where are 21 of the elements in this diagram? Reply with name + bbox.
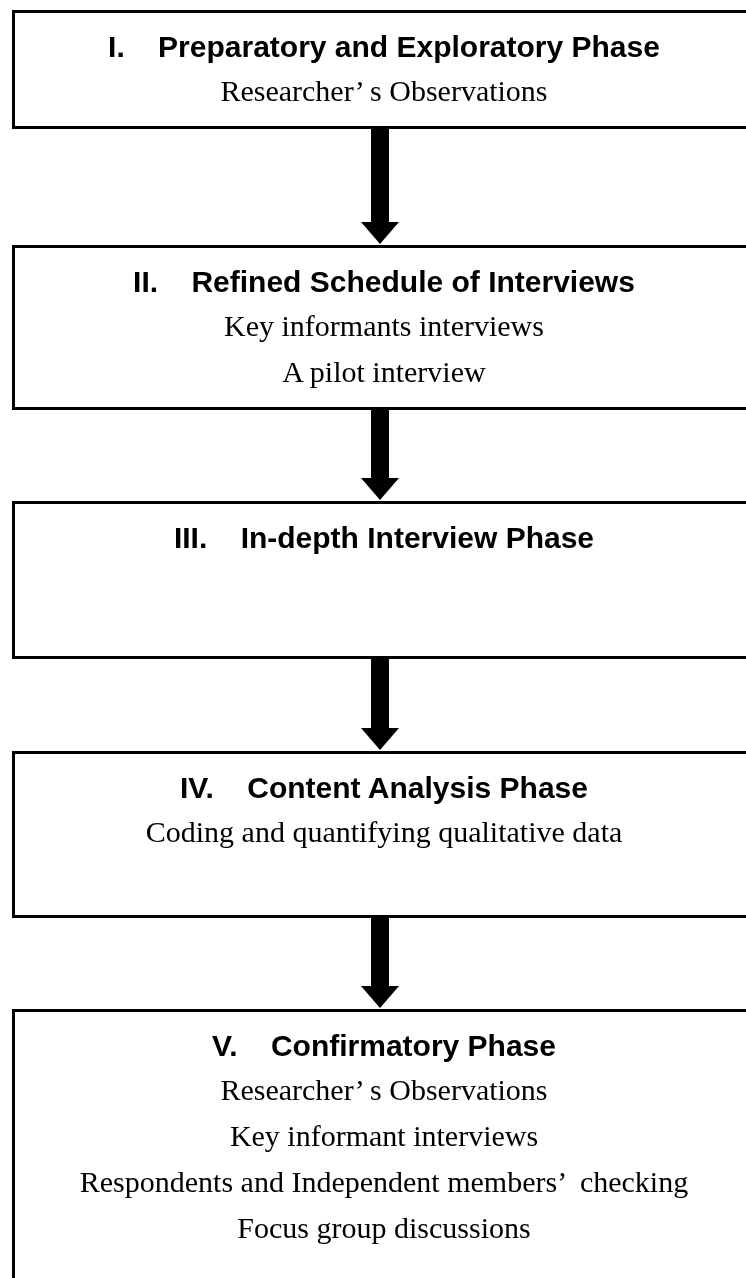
phase-item: Focus group discussions xyxy=(237,1210,532,1246)
phase-item: Coding and quantifying qualitative data xyxy=(145,814,624,850)
phase-heading: IV. Content Analysis Phase xyxy=(180,770,589,806)
phase-box xyxy=(12,1009,746,1278)
phase-box xyxy=(12,10,746,129)
phase-box xyxy=(12,245,746,410)
phase-box xyxy=(12,501,746,659)
phase-item: Researcher’ s Observations xyxy=(220,1072,549,1108)
phase-item: Respondents and Independent members’ checking xyxy=(79,1164,690,1200)
phase-heading: I. Preparatory and Exploratory Phase xyxy=(108,29,661,65)
phase-item: Key informant interviews xyxy=(229,1118,540,1154)
phase-heading: III. In-depth Interview Phase xyxy=(173,520,596,556)
arrow xyxy=(361,410,399,500)
phase-item: Key informants interviews xyxy=(224,308,545,344)
arrow xyxy=(361,129,399,244)
phase-heading: II. Refined Schedule of Interviews xyxy=(133,264,636,300)
arrow xyxy=(361,659,399,750)
phase-box xyxy=(12,751,746,918)
phase-item: Researcher’ s Observations xyxy=(220,73,549,109)
phase-heading: V. Confirmatory Phase xyxy=(212,1028,557,1064)
phase-item: A pilot interview xyxy=(282,354,487,390)
